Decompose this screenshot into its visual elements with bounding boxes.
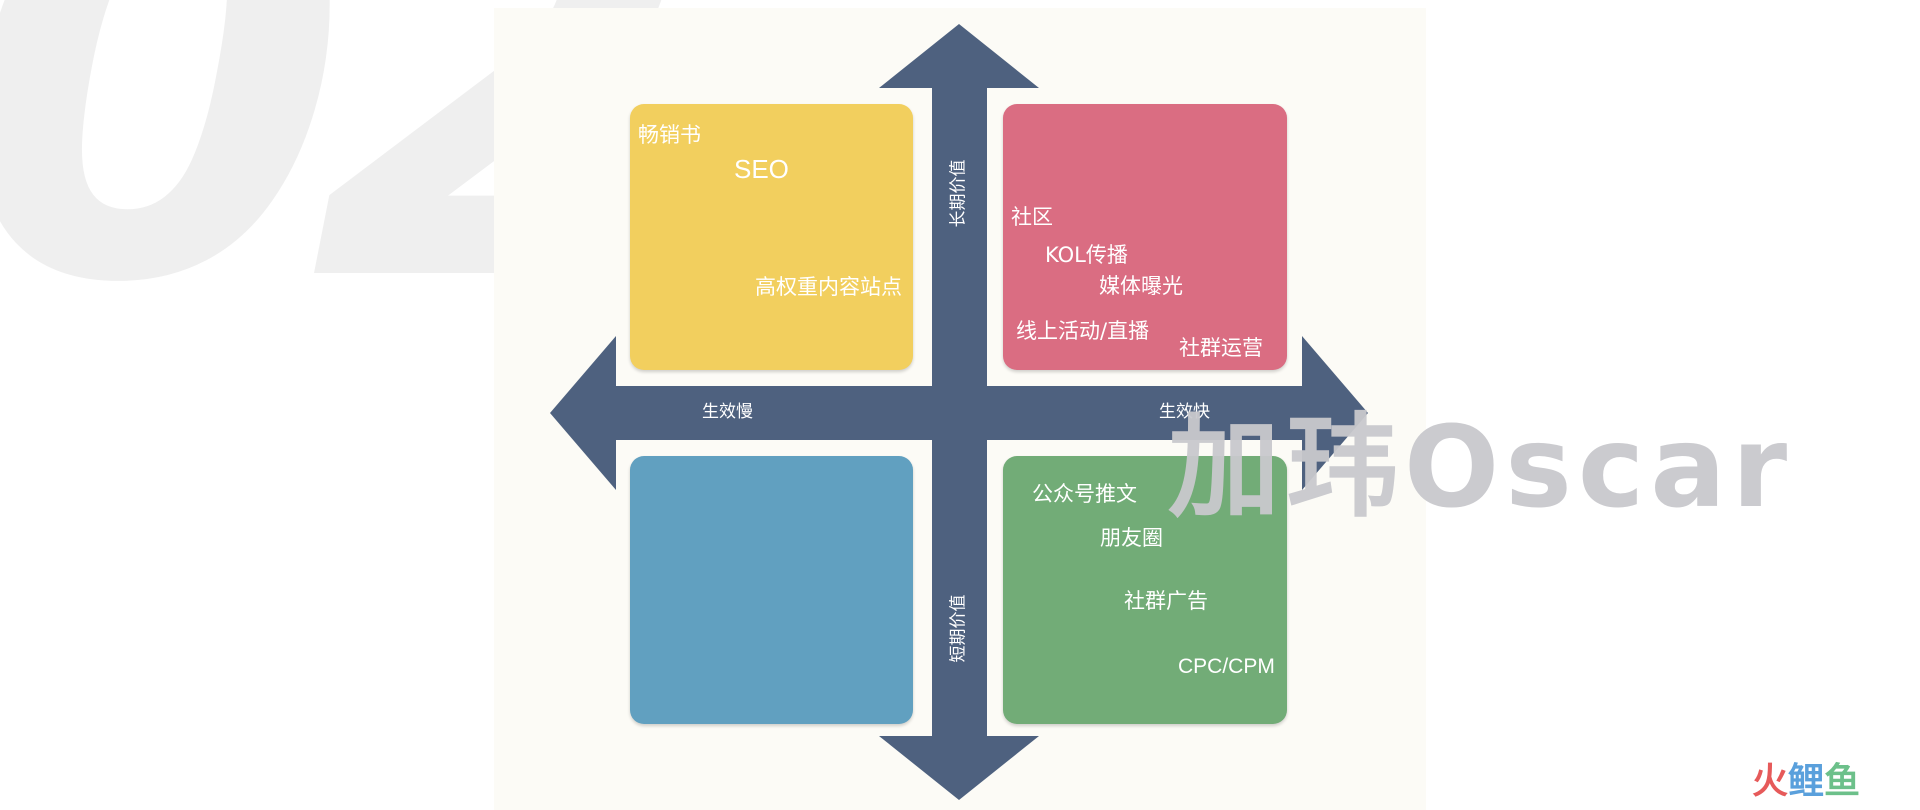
quadrant-item: 社群运营: [1179, 336, 1263, 360]
logo-char: 鲤: [1788, 761, 1825, 802]
arrowhead-left: [550, 336, 616, 490]
quadrant-item: SEO: [734, 154, 789, 184]
quadrant-short-term-fast: [1003, 456, 1287, 724]
quadrant-item: CPC/CPM: [1178, 655, 1275, 678]
quadrant-item: 朋友圈: [1100, 526, 1163, 550]
quadrant-item: KOL传播: [1045, 243, 1128, 267]
arrowhead-down: [879, 736, 1039, 800]
axis-label-left: 生效慢: [702, 402, 753, 422]
quadrant-item: 公众号推文: [1032, 482, 1137, 506]
logo-char: 火: [1752, 761, 1789, 802]
quadrant-item: 高权重内容站点: [755, 275, 902, 299]
arrowhead-right: [1302, 336, 1368, 490]
author-watermark: 加玮Oscar: [1168, 403, 1794, 533]
quadrant-item: 社群广告: [1124, 589, 1208, 613]
quadrant-item: 媒体曝光: [1099, 274, 1183, 298]
quadrant-long-term-slow: [630, 104, 913, 370]
quadrant-item: 畅销书: [638, 123, 701, 147]
axis-label-bottom: 短期价值: [948, 594, 969, 663]
logo-char: 鱼: [1824, 761, 1861, 802]
quadrant-item: 社区: [1011, 205, 1053, 229]
axis-label-right: 生效快: [1159, 402, 1210, 422]
horizontal-axis-shaft: [612, 386, 1312, 440]
corner-logo: 火鲤鱼: [1752, 764, 1860, 800]
axis-label-top: 长期价值: [948, 159, 969, 228]
quadrant-short-term-slow: [630, 456, 913, 724]
quadrant-long-term-fast: [1003, 104, 1287, 370]
arrowhead-up: [879, 24, 1039, 88]
quadrant-item: 线上活动/直播: [1016, 319, 1150, 343]
